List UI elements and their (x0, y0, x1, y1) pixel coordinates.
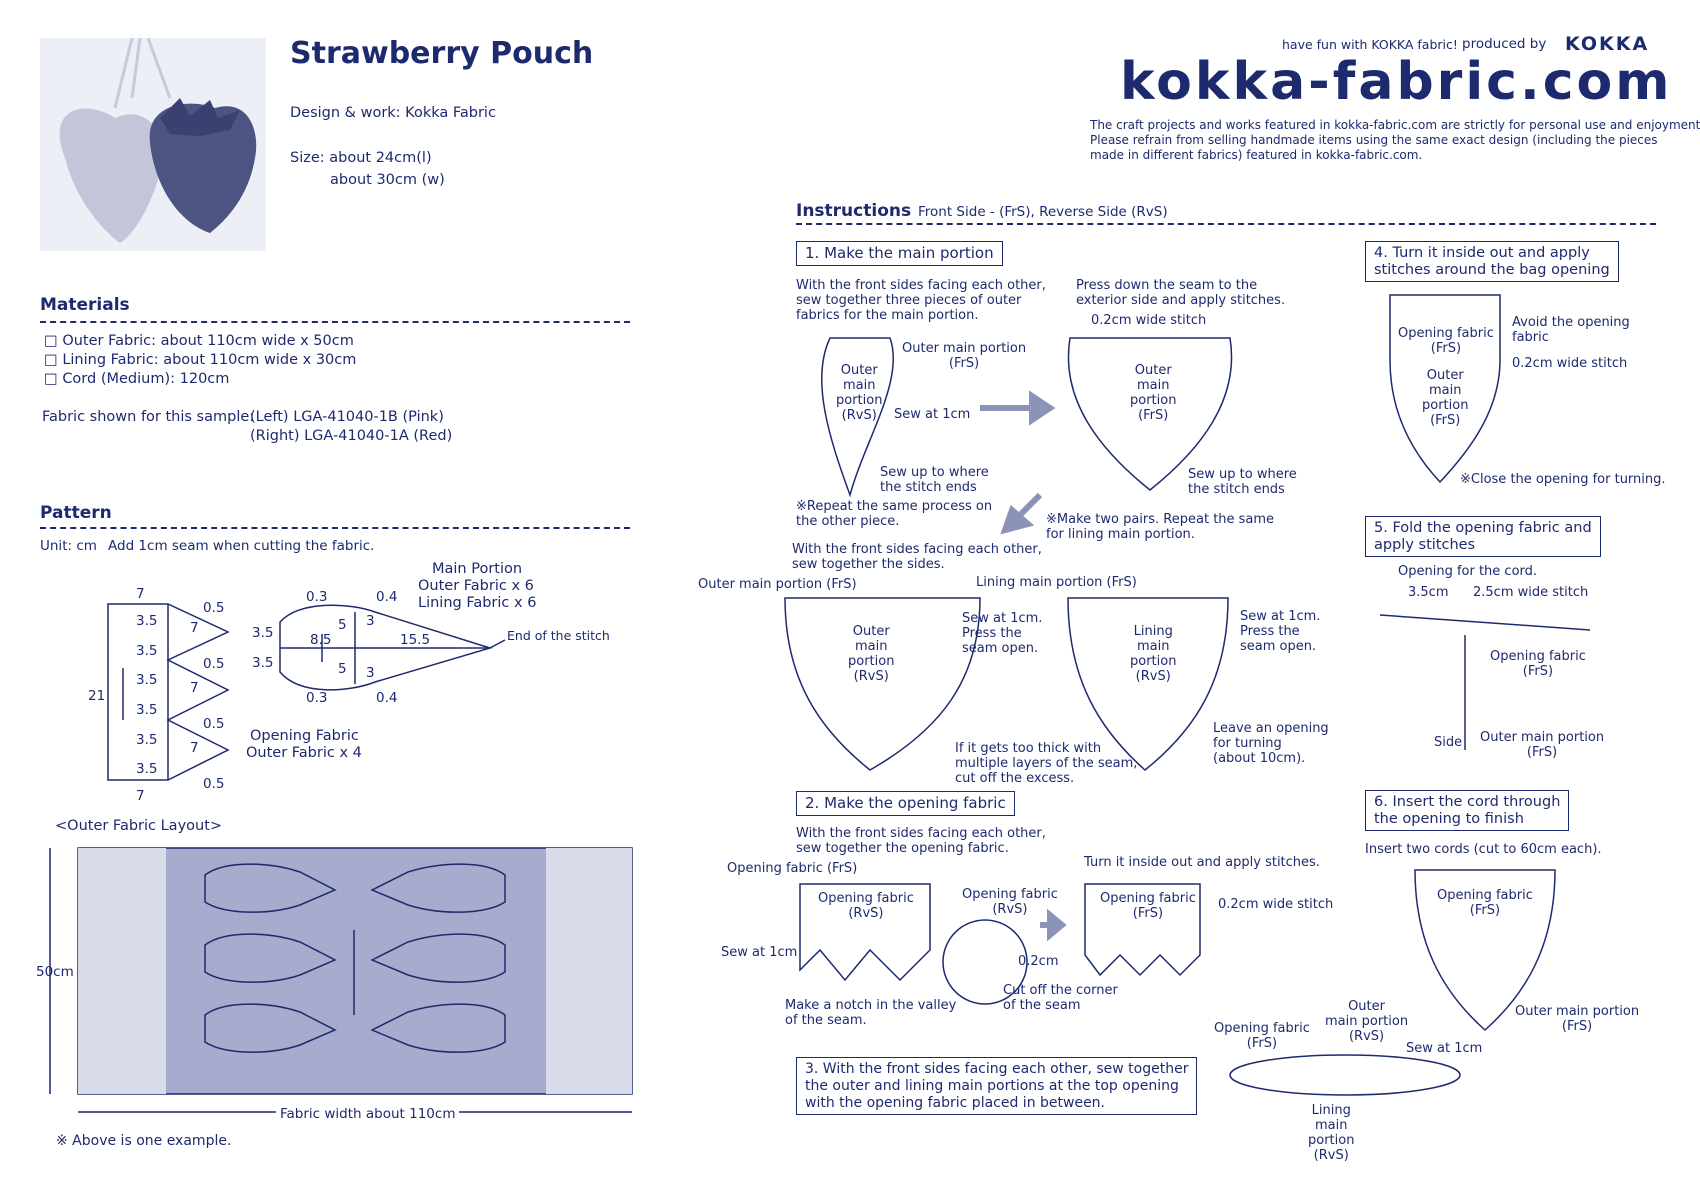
dim-7-b: 7 (190, 680, 199, 696)
insert-cords-note: Insert two cords (cut to 60cm each). (1365, 843, 1602, 858)
dim-155: 15.5 (400, 632, 430, 648)
opening-fabric-title: Opening Fabric (250, 728, 359, 744)
cut-corner-note: Cut off the corner of the seam (1003, 984, 1118, 1014)
cord-opening-note: Opening for the cord. (1398, 565, 1537, 580)
dim-03-bottom: 0.3 (306, 690, 327, 706)
opening-frs-label: Opening fabric (FrS) (727, 862, 857, 877)
dim-5-b: 5 (338, 661, 347, 677)
dim-35-d: 3.5 (136, 702, 157, 718)
outer-main-frs-step4: Outer main portion (FrS) (1422, 369, 1468, 429)
sew-at-1cm: Sew at 1cm (894, 408, 970, 423)
dim-35-main-b: 3.5 (252, 655, 273, 671)
dim-05-d: 0.5 (203, 776, 224, 792)
layout-width: Fabric width about 110cm (276, 1106, 459, 1122)
turn-apply-note: Turn it inside out and apply stitches. (1084, 856, 1320, 871)
dim-03-top: 0.3 (306, 589, 327, 605)
dim-3-a: 3 (366, 613, 375, 629)
sew-press-right: Sew at 1cm. Press the seam open. (1240, 610, 1320, 655)
dim-7-a: 7 (190, 620, 199, 636)
outer-main-rvs-line: Outer main portion (RvS) (1325, 1000, 1408, 1045)
notch-note: Make a notch in the valley of the seam. (785, 999, 956, 1029)
step-3-box: 3. With the front sides facing each othe… (796, 1057, 1197, 1115)
dim-21: 21 (88, 688, 105, 704)
dim-04-bottom: 0.4 (376, 690, 397, 706)
main-portion-lining: Lining Fabric x 6 (418, 595, 536, 611)
main-portion-title: Main Portion (432, 561, 522, 577)
instructions-legend: Front Side - (FrS), Reverse Side (RvS) (918, 204, 1168, 220)
outer-main-frs-label: Outer main portion (FrS) (902, 342, 1026, 372)
dim-02cm: 0.2cm (1018, 955, 1059, 970)
repeat-note: ※Repeat the same process on the other pi… (796, 500, 992, 530)
opening-frs-step4: Opening fabric (FrS) (1398, 327, 1494, 357)
wide-stitch-step2: 0.2cm wide stitch (1218, 898, 1333, 913)
opening-rvs-circle: Opening fabric (RvS) (962, 888, 1058, 918)
opening-rvs-label: Opening fabric (RvS) (818, 892, 914, 922)
dim-35-a: 3.5 (136, 613, 157, 629)
opening-fabric-outer: Outer Fabric x 4 (246, 745, 362, 761)
step-1-press: Press down the seam to the exterior side… (1076, 279, 1285, 309)
main-portion-outer: Outer Fabric x 6 (418, 578, 534, 594)
outer-main-frs-step5: Outer main portion (FrS) (1480, 731, 1604, 761)
sew-1cm-step3: Sew at 1cm (1406, 1042, 1482, 1057)
leave-opening-note: Leave an opening for turning (about 10cm… (1213, 722, 1329, 767)
step-2-box: 2. Make the opening fabric (796, 791, 1015, 816)
dim-04-top: 0.4 (376, 589, 397, 605)
instructions-heading: Instructions (796, 201, 911, 221)
lining-main-rvs-small: Lining main portion (RvS) (1308, 1104, 1354, 1164)
sew-1cm-step2: Sew at 1cm (721, 946, 797, 961)
dim-35-b: 3.5 (136, 643, 157, 659)
outer-main-frs-block: Outer main portion (FrS) (1130, 364, 1176, 424)
lining-main-frs-line: Lining main portion (FrS) (976, 576, 1137, 591)
end-of-stitch: End of the stitch (507, 628, 610, 643)
sew-press-left: Sew at 1cm. Press the seam open. (962, 612, 1042, 657)
step-1-text: With the front sides facing each other, … (796, 279, 1046, 324)
thick-note: If it gets too thick with multiple layer… (955, 742, 1137, 787)
step-1-wide-stitch: 0.2cm wide stitch (1091, 314, 1206, 329)
opening-frs-step6: Opening fabric (FrS) (1437, 889, 1533, 919)
dim-35-c: 3.5 (136, 672, 157, 688)
dim-35-e: 3.5 (136, 732, 157, 748)
outer-main-frs-step6: Outer main portion (FrS) (1515, 1005, 1639, 1035)
avoid-note: Avoid the opening fabric (1512, 316, 1630, 346)
dim-05-c: 0.5 (203, 716, 224, 732)
opening-fabric-frs-small: Opening fabric (FrS) (1214, 1022, 1310, 1052)
lining-main-rvs-sides: Lining main portion (RvS) (1130, 625, 1176, 685)
wide-stitch-25: 2.5cm wide stitch (1473, 586, 1588, 601)
step-4-box: 4. Turn it inside out and apply stitches… (1365, 241, 1619, 282)
opening-frs-block: Opening fabric (FrS) (1100, 892, 1196, 922)
make-two-note: ※Make two pairs. Repeat the same for lin… (1046, 513, 1274, 543)
outer-main-rvs-sides: Outer main portion (RvS) (848, 625, 894, 685)
wide-stitch-step4: 0.2cm wide stitch (1512, 357, 1627, 372)
layout-note: ※ Above is one example. (56, 1133, 231, 1149)
sew-up-left: Sew up to where the stitch ends (880, 466, 989, 496)
dim-bottom-7: 7 (136, 788, 145, 804)
sew-up-right: Sew up to where the stitch ends (1188, 468, 1297, 498)
dim-05-a: 0.5 (203, 600, 224, 616)
outer-main-rvs-label: Outer main portion (RvS) (836, 364, 882, 424)
layout-height: 50cm (36, 964, 74, 980)
dim-top-7: 7 (136, 586, 145, 602)
dim-35cm: 3.5cm (1408, 586, 1449, 601)
dim-7-c: 7 (190, 740, 199, 756)
dim-85: 8.5 (310, 632, 331, 648)
dim-05-b: 0.5 (203, 656, 224, 672)
dim-5-a: 5 (338, 617, 347, 633)
step-2-text: With the front sides facing each other, … (796, 827, 1046, 857)
step-6-box: 6. Insert the cord through the opening t… (1365, 790, 1569, 831)
step-5-box: 5. Fold the opening fabric and apply sti… (1365, 516, 1601, 557)
instructions-divider (796, 223, 1656, 225)
dim-35-f: 3.5 (136, 761, 157, 777)
opening-frs-step5: Opening fabric (FrS) (1490, 650, 1586, 680)
outer-main-frs-line: Outer main portion (FrS) (698, 578, 857, 593)
layout-title: <Outer Fabric Layout> (55, 818, 222, 834)
close-note: ※Close the opening for turning. (1460, 473, 1666, 488)
sides-text: With the front sides facing each other, … (792, 543, 1042, 573)
step-1-box: 1. Make the main portion (796, 241, 1003, 266)
side-label: Side (1434, 736, 1462, 751)
dim-3-b: 3 (366, 665, 375, 681)
dim-35-main-a: 3.5 (252, 625, 273, 641)
